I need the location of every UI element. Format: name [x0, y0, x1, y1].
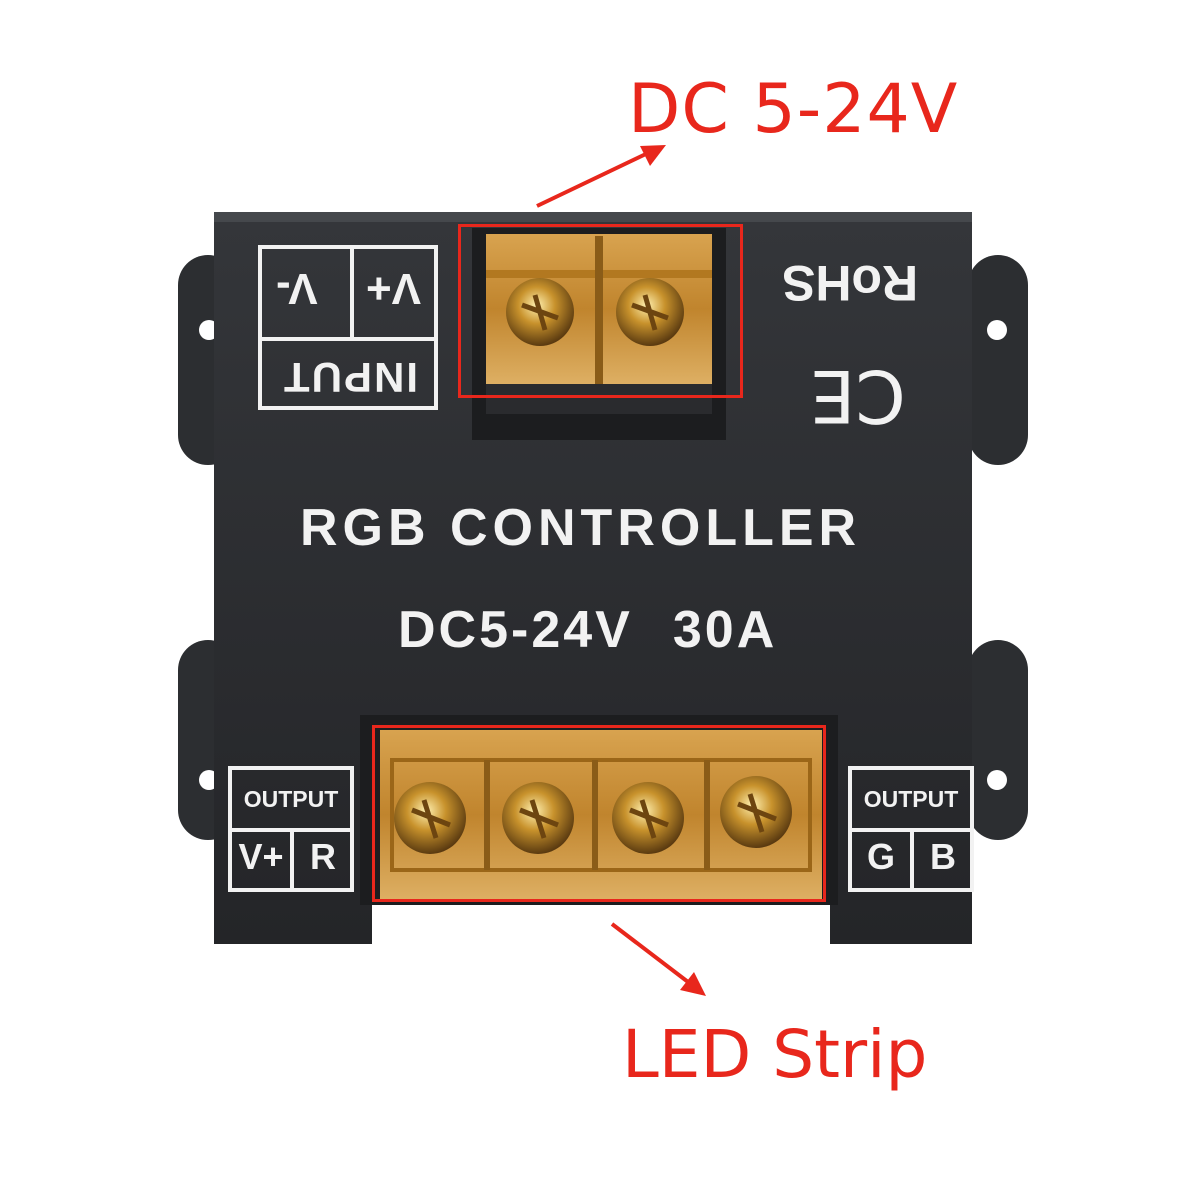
output-heading: OUTPUT — [232, 770, 350, 832]
output-vplus-label: V+ — [238, 836, 284, 877]
v-minus-label: V- — [276, 264, 318, 313]
mounting-ears — [178, 255, 1028, 840]
input-box-divider — [350, 249, 354, 337]
output-terminal-block — [360, 715, 838, 905]
led-strip-callout: LED Strip — [622, 1016, 928, 1093]
output-box-divider — [910, 828, 914, 892]
output-label-left: OUTPUT V+ R — [228, 766, 354, 892]
output-label-right: OUTPUT G B — [848, 766, 974, 892]
input-voltage-callout: DC 5-24V — [628, 70, 959, 149]
input-terminal-highlight — [458, 224, 743, 398]
output-g-label: G — [866, 836, 895, 877]
ce-mark: CE — [810, 354, 906, 438]
output-terminal-highlight — [372, 725, 826, 902]
product-title: RGB CONTROLLER — [300, 499, 862, 557]
input-polarity-row — [262, 249, 434, 341]
input-terminal-block — [472, 228, 726, 440]
input-word-label: INPUT — [282, 354, 418, 401]
voltage-rating: DC5-24V — [398, 601, 633, 659]
input-label-box: V- V+ INPUT — [258, 245, 438, 410]
product-rating: DC5-24V 30A — [398, 600, 777, 660]
callout-arrows — [536, 145, 706, 996]
output-box-divider — [290, 828, 294, 892]
output-r-label: R — [310, 836, 336, 877]
current-rating: 30A — [672, 601, 778, 659]
rohs-mark: RoHS — [782, 255, 919, 311]
output-b-label: B — [930, 836, 956, 877]
output-heading: OUTPUT — [852, 770, 970, 832]
v-plus-label: V+ — [366, 264, 422, 313]
